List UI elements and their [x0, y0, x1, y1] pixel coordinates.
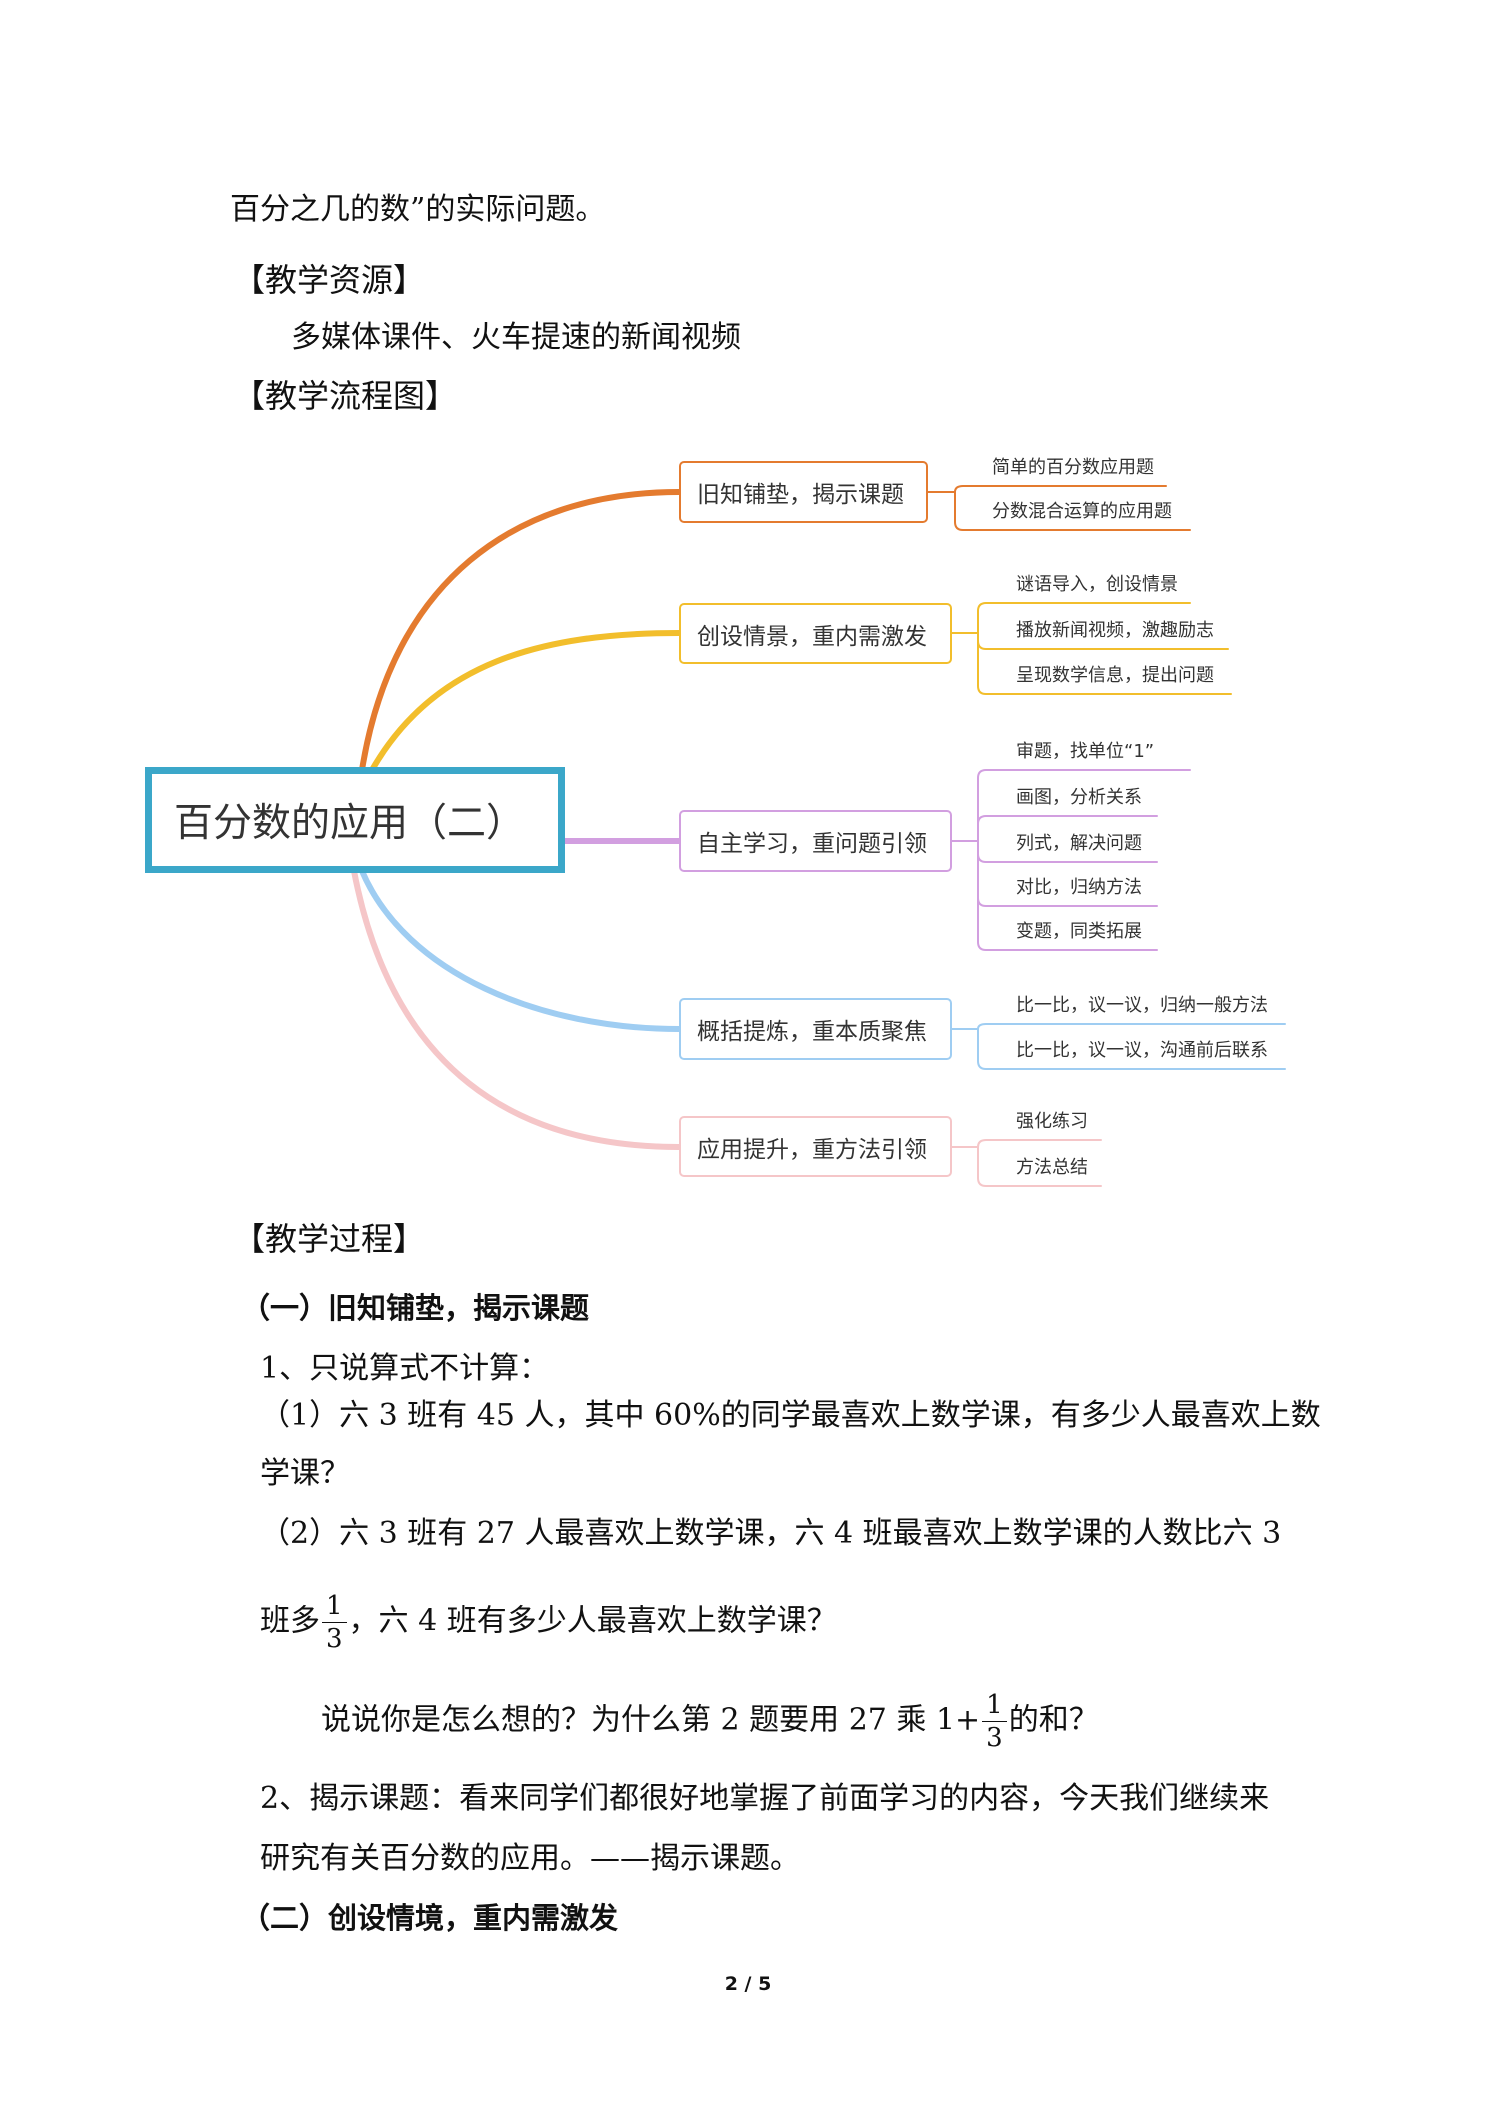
- text-before-fraction: 说说你是怎么想的？为什么第 2 题要用 27 乘 1+: [321, 1702, 981, 1738]
- leaf-item: 呈现数学信息，提出问题: [1016, 665, 1214, 686]
- leaf-item: 比一比，议一议，归纳一般方法: [1016, 995, 1268, 1016]
- leaf-underline: [977, 1139, 1102, 1148]
- branch-5-curve: [351, 868, 682, 1150]
- leaf-item: 比一比，议一议，沟通前后联系: [1016, 1040, 1268, 1061]
- fraction-denominator: 3: [986, 1723, 1003, 1753]
- branch-label: 旧知铺垫，揭示课题: [697, 482, 904, 508]
- question-2-line-1: （2）六 3 班有 27 人最喜欢上数学课，六 4 班最喜欢上数学课的人数比六 …: [260, 1516, 1282, 1551]
- branch-label: 概括提炼，重本质聚焦: [697, 1019, 927, 1045]
- leaf-item: 审题，找单位“1”: [1016, 741, 1155, 762]
- process-heading: 【教学过程】: [233, 1220, 426, 1258]
- branch-1-curve: [359, 489, 682, 773]
- branch-label: 自主学习，重问题引领: [697, 831, 927, 857]
- text-before-fraction: 班多: [260, 1603, 320, 1639]
- leaf-item: 强化练习: [1016, 1111, 1088, 1132]
- branch-2-curve: [369, 630, 682, 773]
- fraction-numerator: 1: [982, 1692, 1007, 1722]
- text-after-fraction: 的和？: [1008, 1702, 1099, 1738]
- branch-4-curve: [359, 868, 682, 1032]
- leaf-underline: [954, 485, 1167, 493]
- question-1-line-2: 学课？: [260, 1456, 350, 1491]
- mindmap-center-title: 百分数的应用（二）: [174, 801, 526, 846]
- page-number: 2 / 5: [724, 1973, 772, 1995]
- leaf-item: 谜语导入，创设情景: [1016, 574, 1178, 595]
- leaf-item: 列式，解决问题: [1016, 833, 1142, 854]
- branch-node-1: 旧知铺垫，揭示课题: [679, 461, 928, 523]
- leaf-underline: [977, 1023, 1286, 1030]
- branch-node-2: 创设情景，重内需激发: [679, 603, 952, 664]
- fraction-numerator: 1: [322, 1593, 347, 1623]
- part-2-title: （二）创设情境，重内需激发: [241, 1901, 619, 1935]
- resources-heading: 【教学资源】: [233, 261, 426, 299]
- item-2-line-1: 2、揭示课题：看来同学们都很好地掌握了前面学习的内容，今天我们继续来: [260, 1781, 1270, 1816]
- continued-text-line: 百分之几的数”的实际问题。: [230, 192, 606, 227]
- leaf-item: 对比，归纳方法: [1016, 877, 1142, 898]
- resources-text: 多媒体课件、火车提速的新闻视频: [291, 320, 741, 355]
- branch-node-4: 概括提炼，重本质聚焦: [679, 998, 952, 1060]
- part-1-title: （一）旧知铺垫，揭示课题: [241, 1291, 590, 1325]
- leaf-item: 分数混合运算的应用题: [992, 501, 1172, 522]
- branch-label: 创设情景，重内需激发: [697, 623, 927, 650]
- branch-node-3: 自主学习，重问题引领: [679, 810, 952, 872]
- branch-node-5: 应用提升，重方法引领: [679, 1116, 952, 1177]
- flowchart-heading: 【教学流程图】: [233, 377, 458, 415]
- leaf-item: 变题，同类拓展: [1016, 921, 1142, 942]
- leaf-item: 方法总结: [1016, 1157, 1088, 1178]
- text-after-fraction: ，六 4 班有多少人最喜欢上数学课？: [348, 1603, 837, 1639]
- leaf-item: 简单的百分数应用题: [992, 457, 1154, 478]
- question-1-line-1: （1）六 3 班有 45 人，其中 60%的同学最喜欢上数学课，有多少人最喜欢上…: [260, 1398, 1321, 1433]
- item-2-line-2: 研究有关百分数的应用。——揭示课题。: [260, 1841, 800, 1876]
- fraction-denominator: 3: [326, 1624, 343, 1654]
- leaf-item: 画图，分析关系: [1016, 787, 1142, 808]
- mindmap-center-node: 百分数的应用（二）: [145, 767, 565, 873]
- branch-label: 应用提升，重方法引领: [697, 1136, 927, 1163]
- item-1-title: 1、只说算式不计算：: [260, 1351, 550, 1386]
- leaf-item: 播放新闻视频，激趣励志: [1016, 620, 1214, 641]
